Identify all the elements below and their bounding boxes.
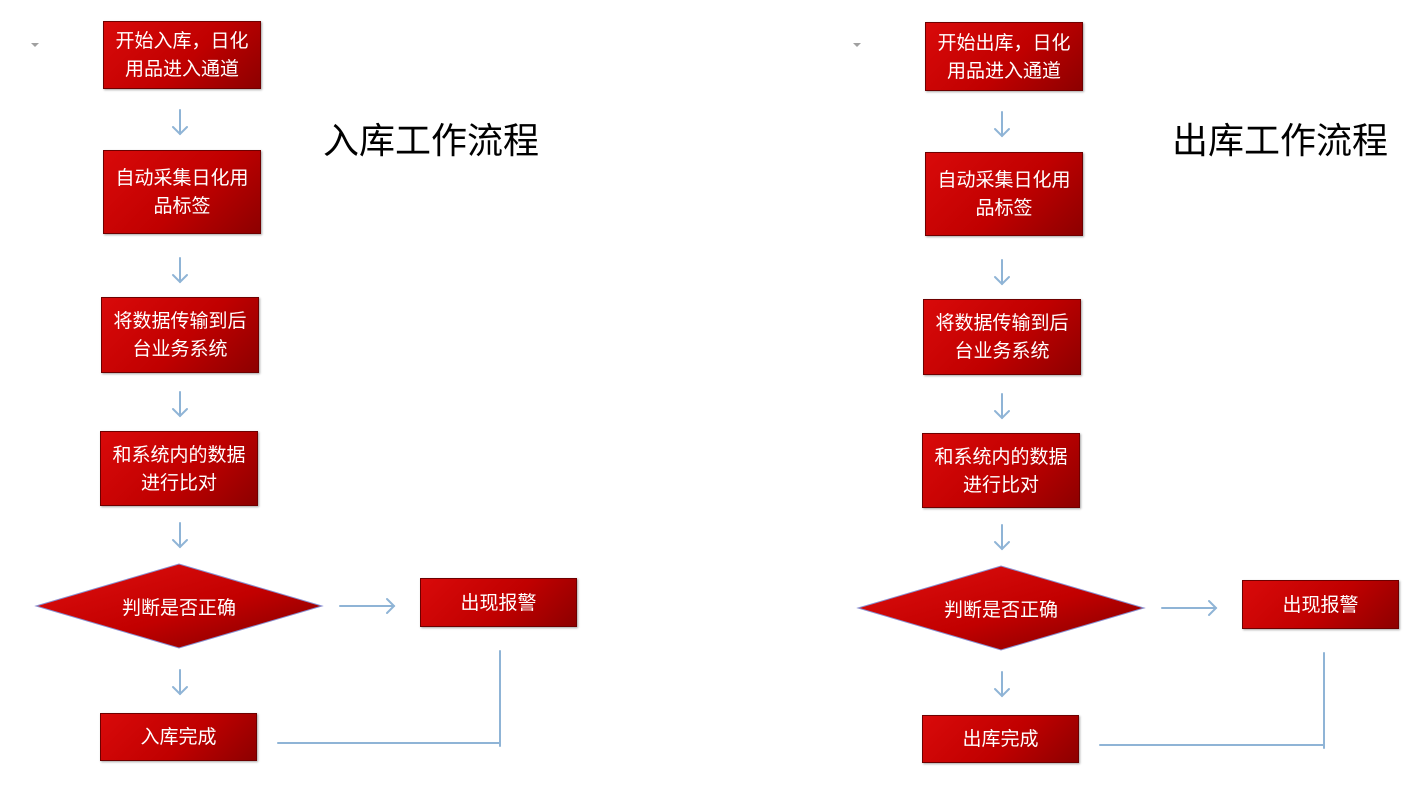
inbound-step-transfer-label: 将数据传输到后台业务系统 bbox=[113, 310, 247, 360]
outbound-alarm: 出现报警 bbox=[1242, 580, 1399, 629]
arrow-right-icon bbox=[1161, 600, 1218, 616]
arrow-down-icon bbox=[994, 524, 1010, 551]
arrow-down-icon bbox=[172, 669, 188, 696]
outbound-step-collect: 自动采集日化用品标签 bbox=[925, 152, 1083, 236]
arrow-down-icon bbox=[994, 259, 1010, 286]
inbound-flowchart: 入库工作流程 开始入库，日化用品进入通道 自动采集日化用品标签 将数据传输到后台… bbox=[0, 0, 600, 785]
outbound-complete-label: 出库完成 bbox=[962, 728, 1039, 750]
outbound-flowchart: 出库工作流程 开始出库，日化用品进入通道 自动采集日化用品标签 将数据传输到后台… bbox=[822, 0, 1422, 785]
return-line bbox=[1099, 652, 1325, 749]
outbound-decision-shape bbox=[856, 565, 1146, 651]
outbound-step-transfer-label: 将数据传输到后台业务系统 bbox=[935, 312, 1069, 362]
inbound-alarm: 出现报警 bbox=[420, 578, 577, 627]
arrow-down-icon bbox=[172, 391, 188, 418]
inbound-connectors bbox=[172, 109, 501, 747]
arrow-down-icon bbox=[172, 522, 188, 549]
outbound-decision: 判断是否正确 bbox=[856, 564, 1146, 652]
outbound-step-transfer: 将数据传输到后台业务系统 bbox=[923, 299, 1081, 375]
inbound-decision-shape bbox=[34, 563, 324, 649]
inbound-title: 入库工作流程 bbox=[323, 121, 540, 162]
inbound-step-start: 开始入库，日化用品进入通道 bbox=[103, 21, 261, 89]
inbound-decision: 判断是否正确 bbox=[34, 562, 324, 650]
inbound-step-transfer: 将数据传输到后台业务系统 bbox=[101, 297, 259, 373]
inbound-step-collect: 自动采集日化用品标签 bbox=[103, 150, 261, 234]
inbound-complete: 入库完成 bbox=[100, 713, 257, 761]
collapse-marker-icon bbox=[853, 43, 861, 47]
inbound-step-start-label: 开始入库，日化用品进入通道 bbox=[115, 30, 249, 80]
outbound-alarm-label: 出现报警 bbox=[1282, 593, 1359, 616]
arrow-right-icon bbox=[339, 598, 396, 614]
inbound-step-collect-label: 自动采集日化用品标签 bbox=[115, 167, 249, 217]
outbound-step-compare-label: 和系统内的数据进行比对 bbox=[934, 445, 1068, 496]
arrow-down-icon bbox=[994, 393, 1010, 420]
arrow-down-icon bbox=[994, 671, 1010, 698]
outbound-step-start-label: 开始出库，日化用品进入通道 bbox=[937, 31, 1071, 82]
arrow-down-icon bbox=[172, 257, 188, 284]
collapse-marker-icon bbox=[31, 43, 39, 47]
outbound-decision-label: 判断是否正确 bbox=[943, 598, 1058, 621]
arrow-down-icon bbox=[172, 109, 188, 136]
inbound-alarm-label: 出现报警 bbox=[460, 591, 537, 614]
outbound-connectors bbox=[994, 111, 1325, 749]
outbound-step-compare: 和系统内的数据进行比对 bbox=[922, 433, 1080, 508]
outbound-complete: 出库完成 bbox=[922, 715, 1079, 763]
outbound-step-collect-label: 自动采集日化用品标签 bbox=[937, 169, 1071, 219]
inbound-step-compare-label: 和系统内的数据进行比对 bbox=[112, 443, 246, 494]
outbound-title: 出库工作流程 bbox=[1172, 121, 1389, 162]
inbound-complete-label: 入库完成 bbox=[140, 726, 217, 748]
inbound-step-compare: 和系统内的数据进行比对 bbox=[100, 431, 258, 506]
arrow-down-icon bbox=[994, 111, 1010, 138]
return-line bbox=[277, 650, 501, 747]
outbound-step-start: 开始出库，日化用品进入通道 bbox=[925, 22, 1083, 91]
inbound-decision-label: 判断是否正确 bbox=[121, 596, 236, 619]
